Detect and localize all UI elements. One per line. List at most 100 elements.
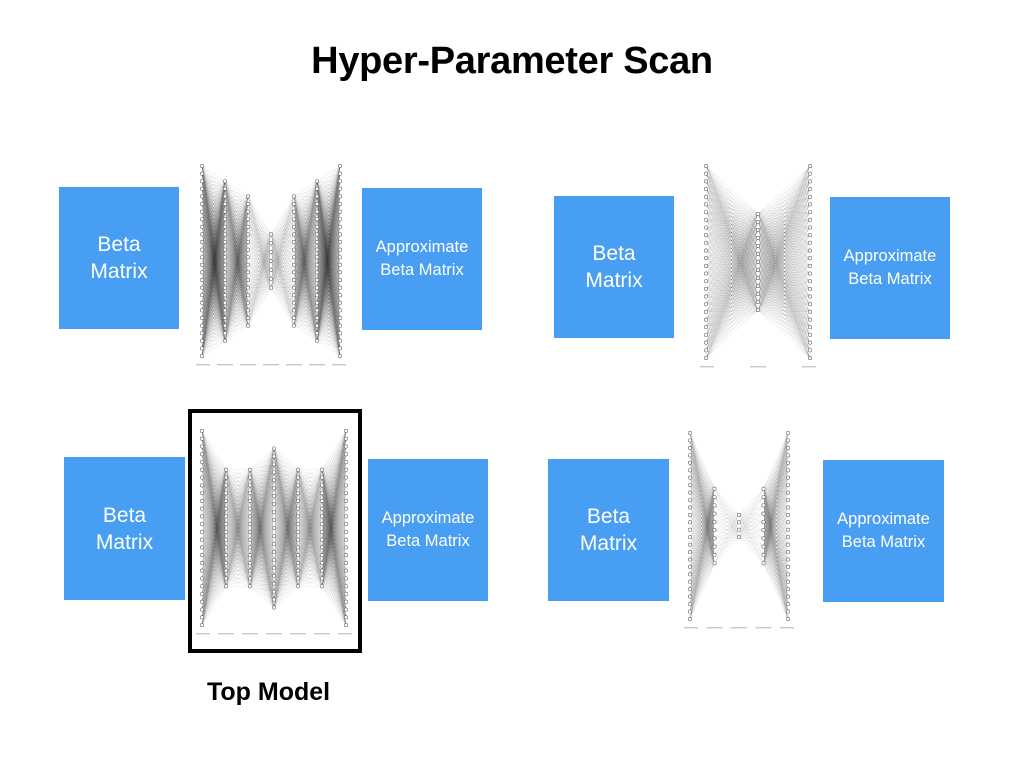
connection-line [201, 516, 227, 602]
connection-line [201, 180, 226, 190]
connection-line [293, 287, 318, 311]
connection-line [316, 188, 341, 288]
connection-line [224, 302, 249, 326]
neuron-node [200, 262, 205, 267]
connection-line [201, 570, 227, 602]
connection-line [201, 257, 226, 273]
connection-line [270, 251, 295, 258]
connection-line [225, 469, 251, 540]
connection-line [293, 287, 318, 326]
connection-line [201, 234, 226, 288]
connection-line [316, 203, 341, 243]
connection-line [224, 234, 249, 334]
connection-line [705, 165, 759, 311]
connection-line [293, 211, 318, 326]
connection-line [757, 293, 811, 320]
connection-line [247, 234, 272, 270]
connection-line [316, 241, 341, 281]
connection-line [201, 485, 227, 502]
connection-line [705, 253, 759, 305]
connection-line [224, 218, 249, 228]
connection-line [201, 188, 226, 326]
connection-line [201, 257, 226, 281]
connection-line [201, 211, 226, 258]
connection-line [224, 188, 249, 303]
connection-line [316, 234, 341, 288]
connection-line [293, 188, 318, 273]
connection-line [270, 234, 295, 258]
connection-line [705, 234, 759, 311]
connection-line [316, 203, 341, 265]
connection-line [705, 237, 759, 244]
connection-line [293, 310, 318, 319]
connection-line [757, 253, 811, 259]
connection-line [247, 226, 272, 288]
connection-line [757, 219, 811, 231]
connection-line [316, 181, 341, 205]
connection-line [201, 234, 226, 250]
connection-line [705, 229, 759, 351]
connection-line [201, 181, 226, 311]
connection-line [201, 226, 226, 319]
connection-line [225, 469, 251, 517]
connection-line [757, 269, 811, 343]
connection-line [316, 196, 341, 311]
connection-line [224, 211, 249, 288]
connection-line [224, 241, 249, 311]
connection-line [757, 229, 811, 251]
connection-line [201, 493, 227, 618]
connection-line [316, 241, 341, 334]
connection-line [293, 241, 318, 265]
connection-line [705, 234, 759, 287]
connection-line [201, 249, 226, 303]
connection-line [201, 226, 226, 341]
connection-line [293, 211, 318, 319]
connection-line [201, 257, 226, 357]
connection-line [201, 173, 226, 250]
connection-line [293, 196, 318, 258]
connection-line [705, 196, 759, 239]
connection-line [201, 272, 226, 296]
connection-line [225, 485, 251, 548]
connection-line [201, 181, 226, 205]
connection-line [201, 211, 226, 273]
connection-line [757, 237, 811, 267]
connection-line [201, 493, 227, 579]
connection-line [201, 181, 226, 326]
connection-line [705, 219, 759, 295]
connection-line [201, 234, 226, 273]
connection-line [201, 493, 227, 563]
connection-line [201, 295, 226, 357]
connection-line [224, 188, 249, 243]
connection-line [224, 234, 249, 265]
connection-line [224, 279, 249, 341]
connection-line [201, 446, 227, 532]
connection-line [705, 173, 759, 295]
connection-line [247, 243, 272, 273]
connection-line [293, 249, 318, 334]
connection-line [201, 249, 226, 357]
connection-line [293, 272, 318, 311]
connection-line [201, 196, 226, 341]
connection-line [316, 188, 341, 227]
connection-line [201, 188, 226, 205]
neuron-node [755, 284, 760, 289]
connection-line [201, 508, 227, 564]
connection-line [201, 340, 226, 349]
connection-line [705, 211, 759, 311]
connection-line [247, 249, 272, 262]
connection-line [270, 241, 295, 288]
connection-line [293, 264, 318, 281]
connection-line [225, 492, 251, 548]
connection-line [705, 237, 759, 297]
connection-line [316, 234, 341, 273]
connection-line [201, 317, 226, 334]
connection-line [201, 219, 226, 341]
neuron-node [808, 256, 813, 261]
connection-line [293, 219, 318, 273]
connection-line [270, 241, 295, 262]
connection-line [316, 203, 341, 220]
connection-line [705, 213, 759, 328]
connection-line [224, 257, 249, 288]
connection-line [316, 256, 341, 266]
